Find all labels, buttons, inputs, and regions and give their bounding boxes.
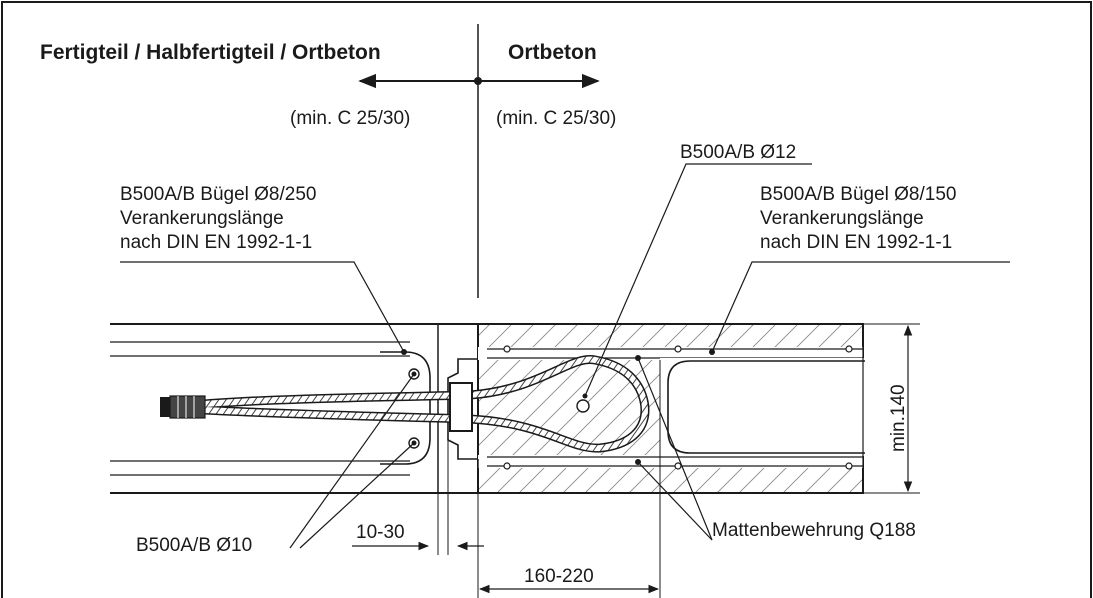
stirrup-left [380, 351, 431, 465]
leader-stirrup-left [120, 261, 405, 353]
dim-gap [352, 440, 484, 598]
dim-slab-thickness [863, 323, 920, 494]
label-mesh: Mattenbewehrung Q188 [712, 520, 916, 541]
dim-gap-label: 10-30 [356, 522, 405, 543]
leader-mesh-bottom [637, 461, 713, 541]
leader-mesh-top [637, 357, 713, 541]
dim-slab-thickness-label: min.140 [888, 384, 909, 452]
label-stirrup-right: B500A/B Bügel Ø8/150 Verankerungslänge n… [760, 184, 962, 253]
mesh-cross-bars [503, 345, 853, 470]
header-left: Fertigteil / Halbfertigteil / Ortbeton [40, 41, 381, 64]
rope-ferrule [449, 382, 473, 432]
stirrup-right [667, 360, 865, 454]
leader-stirrup-right [711, 261, 1010, 353]
label-stirrup-left: B500A/B Bügel Ø8/250 Verankerungslänge n… [120, 184, 322, 253]
rope-end-fitting [160, 395, 206, 419]
leader-bar-12 [584, 163, 812, 397]
label-bar-12: B500A/B Ø12 [680, 142, 796, 163]
leader-bar-10-bottom [299, 442, 415, 549]
bar-12 [576, 399, 590, 413]
joint-socket-profile [447, 358, 478, 460]
leader-bar-10-top [289, 373, 415, 549]
header-right: Ortbeton [508, 41, 597, 64]
dim-loop-length-label: 160-220 [524, 566, 594, 587]
concrete-class-left: (min. C 25/30) [290, 108, 410, 129]
precast-slab [110, 323, 478, 494]
label-bar-10: B500A/B Ø10 [136, 535, 252, 556]
concrete-class-right: (min. C 25/30) [496, 108, 616, 129]
dim-loop-length [478, 360, 661, 598]
